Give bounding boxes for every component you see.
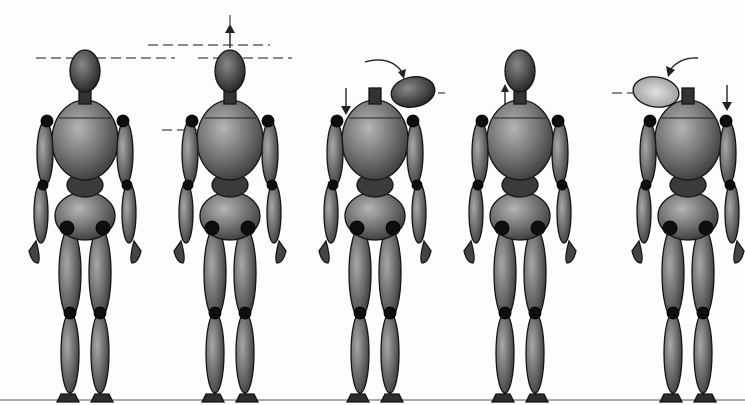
mannequin-figure-2 bbox=[174, 50, 286, 402]
curved-arrow-right-icon bbox=[365, 60, 406, 79]
curved-arrow-left-icon bbox=[666, 58, 698, 77]
down-arrow-icon-2 bbox=[722, 85, 732, 111]
mannequin-figure-3 bbox=[319, 73, 437, 402]
mannequin-figure-5 bbox=[631, 74, 744, 402]
mannequin-figure-4 bbox=[464, 50, 576, 402]
mannequin-figure-1 bbox=[29, 50, 141, 402]
small-up-arrow-icon bbox=[501, 84, 509, 104]
down-arrow-icon bbox=[341, 88, 351, 115]
